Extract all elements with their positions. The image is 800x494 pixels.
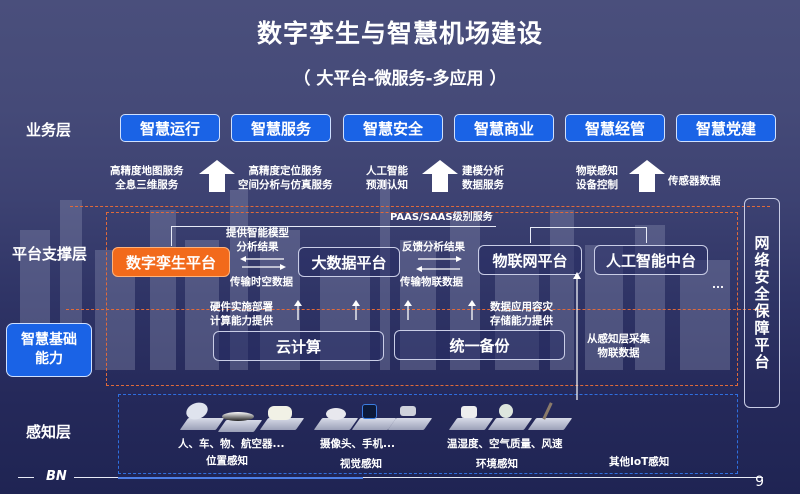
note-ai-services: 人工智能 预测认知 bbox=[366, 164, 408, 192]
environment-sensing-label: 环境感知 bbox=[476, 458, 518, 470]
iot-platform-button[interactable]: 物联网平台 bbox=[478, 245, 582, 275]
paas-connector bbox=[530, 227, 531, 243]
app-smart-party-button[interactable]: 智慧党建 bbox=[676, 114, 776, 142]
flow-feedback: 反馈分析结果 bbox=[402, 241, 465, 253]
up-arrow-icon bbox=[199, 160, 235, 192]
note-positioning-services: 高精度定位服务 空间分析与仿真服务 bbox=[238, 164, 333, 192]
up-arrow-icon bbox=[422, 160, 458, 192]
note-line: 高精度定位服务 bbox=[248, 165, 323, 177]
platform-layer-label: 平台支撑层 bbox=[12, 245, 88, 263]
note-line: 人工智能 bbox=[366, 165, 408, 177]
temperature-sensor-icon bbox=[461, 406, 477, 418]
note-line: 分析结果 bbox=[236, 241, 279, 253]
platform-region-border bbox=[106, 212, 738, 386]
dome-camera-icon bbox=[326, 408, 346, 420]
up-arrow-icon bbox=[468, 300, 476, 320]
bidirectional-arrows-icon bbox=[416, 256, 462, 272]
note-map-services: 高精度地图服务 全息三维服务 bbox=[110, 164, 184, 192]
big-data-platform-button[interactable]: 大数据平台 bbox=[298, 247, 400, 277]
company-logo: BN bbox=[46, 469, 67, 484]
unified-backup-button[interactable]: 统一备份 bbox=[394, 330, 565, 360]
slide-subtitle: （ 大平台-微服务-多应用 ） bbox=[293, 69, 507, 89]
platform-boundary-line bbox=[70, 206, 770, 207]
note-line: 全息三维服务 bbox=[115, 179, 179, 191]
footer-line bbox=[118, 477, 363, 479]
flow-iot-data: 传输物联数据 bbox=[400, 276, 463, 288]
paas-connector bbox=[171, 226, 496, 227]
note-line: 从感知层采集 bbox=[587, 333, 650, 345]
paas-connector bbox=[171, 226, 172, 246]
smart-foundation-label: 智慧基础 能力 bbox=[6, 323, 92, 377]
perception-region-border bbox=[118, 394, 738, 474]
foundation-text: 智慧基础 能力 bbox=[21, 332, 77, 367]
bidirectional-arrows-icon bbox=[240, 256, 286, 270]
flow-collect: 从感知层采集 物联数据 bbox=[587, 332, 650, 360]
up-arrow-icon bbox=[573, 272, 581, 400]
bullet-camera-icon bbox=[400, 406, 416, 416]
app-smart-commerce-button[interactable]: 智慧商业 bbox=[454, 114, 554, 142]
network-security-platform[interactable]: 网络安全保障平台 bbox=[744, 198, 780, 408]
digital-twin-platform-button[interactable]: 数字孪生平台 bbox=[112, 247, 230, 277]
note-line: 建模分析 bbox=[462, 165, 504, 177]
note-line: 存储能力提供 bbox=[490, 315, 553, 327]
app-smart-operation-button[interactable]: 智慧运行 bbox=[120, 114, 220, 142]
footer-line bbox=[363, 477, 763, 478]
other-iot-sensing-label: 其他IoT感知 bbox=[609, 456, 670, 468]
note-line: 物联感知 bbox=[576, 165, 618, 177]
app-smart-management-button[interactable]: 智慧经管 bbox=[565, 114, 665, 142]
note-line: 硬件实施部署 bbox=[210, 301, 273, 313]
note-sensor-data: 传感器数据 bbox=[668, 175, 721, 187]
app-smart-security-button[interactable]: 智慧安全 bbox=[343, 114, 443, 142]
position-sensing-label: 位置感知 bbox=[206, 455, 248, 467]
paas-connector bbox=[646, 227, 647, 243]
position-devices: 人、车、物、航空器... bbox=[178, 438, 285, 450]
app-smart-service-button[interactable]: 智慧服务 bbox=[231, 114, 331, 142]
up-arrow-icon bbox=[352, 300, 360, 320]
note-iot-services: 物联感知 设备控制 bbox=[576, 164, 618, 192]
flow-hardware: 硬件实施部署 计算能力提供 bbox=[210, 300, 273, 328]
air-quality-sensor-icon bbox=[499, 404, 513, 418]
note-line: 物联数据 bbox=[597, 347, 640, 359]
flow-to-twin: 提供智能模型 分析结果 bbox=[226, 226, 289, 254]
ai-platform-button[interactable]: 人工智能中台 bbox=[594, 245, 708, 275]
note-line: 数据应用容灾 bbox=[490, 301, 553, 313]
note-modeling-services: 建模分析 数据服务 bbox=[462, 164, 504, 192]
flow-storage: 数据应用容灾 存储能力提供 bbox=[490, 300, 553, 328]
vision-devices: 摄像头、手机... bbox=[320, 438, 395, 450]
phone-camera-icon bbox=[362, 404, 377, 419]
slide-title: 数字孪生与智慧机场建设 bbox=[256, 19, 543, 48]
up-arrow-icon bbox=[404, 300, 412, 320]
paas-connector bbox=[530, 227, 647, 228]
up-arrow-icon bbox=[294, 300, 302, 320]
beacon-icon bbox=[268, 406, 292, 420]
gnss-receiver-icon bbox=[222, 412, 254, 421]
note-line: 预测认知 bbox=[366, 179, 408, 191]
up-arrow-icon bbox=[629, 160, 665, 192]
more-platforms-ellipsis: ... bbox=[712, 279, 724, 291]
cloud-computing-button[interactable]: 云计算 bbox=[213, 331, 384, 361]
flow-from-twin: 传输时空数据 bbox=[230, 276, 293, 288]
environment-devices: 温湿度、空气质量、风速 bbox=[447, 438, 563, 450]
paas-saas-label: PAAS/SAAS级别服务 bbox=[390, 212, 493, 223]
foundation-boundary-line bbox=[66, 309, 766, 310]
note-line: 计算能力提供 bbox=[210, 315, 273, 327]
note-line: 高精度地图服务 bbox=[110, 165, 184, 177]
security-platform-label: 网络安全保障平台 bbox=[752, 235, 771, 371]
note-line: 数据服务 bbox=[462, 179, 504, 191]
vision-sensing-label: 视觉感知 bbox=[340, 458, 382, 470]
note-line: 设备控制 bbox=[576, 179, 618, 191]
note-line: 提供智能模型 bbox=[226, 227, 289, 239]
business-layer-label: 业务层 bbox=[26, 121, 72, 139]
footer-line bbox=[18, 477, 34, 478]
perception-layer-label: 感知层 bbox=[26, 423, 72, 441]
note-line: 空间分析与仿真服务 bbox=[238, 179, 333, 191]
page-number: 9 bbox=[755, 474, 764, 490]
